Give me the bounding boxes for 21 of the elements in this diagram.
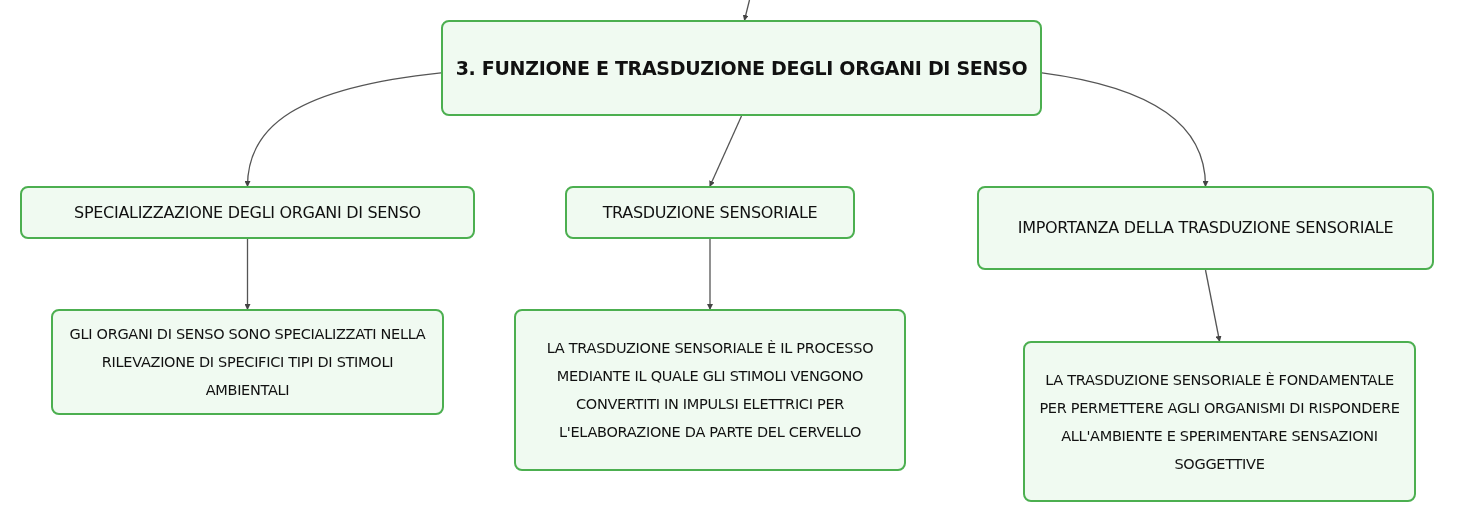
concept-box xyxy=(514,309,906,471)
arrow xyxy=(709,115,743,187)
concept-box xyxy=(977,186,1434,270)
arrow xyxy=(1204,269,1222,342)
node-text: IMPORTANZA DELLA TRASDUZIONE SENSORIALE xyxy=(1017,217,1394,239)
node-text: 3. FUNZIONE E TRASDUZIONE DEGLI ORGANI DI SENSO xyxy=(455,56,1028,81)
concept-box xyxy=(20,186,475,239)
concept-box xyxy=(51,309,444,415)
node-text: TRASDUZIONE SENSORIALE xyxy=(602,201,818,224)
arrow xyxy=(1041,72,1209,187)
concept-box xyxy=(565,186,855,239)
node-text: LA TRASDUZIONE SENSORIALE È FONDAMENTALE PER PERMETTERE AGLI ORGANISMI DI RISPONDERE ALL'AMBIENTE E SPERIMENTARE SENSAZIONI SOGGETTIVE xyxy=(1038,370,1401,474)
arrow xyxy=(742,0,751,21)
topic-box xyxy=(441,20,1042,116)
arrow xyxy=(244,238,251,310)
concept-box xyxy=(1023,341,1416,502)
arrow xyxy=(244,72,442,187)
node-text: SPECIALIZZAZIONE DEGLI ORGANI DI SENSO xyxy=(74,201,421,224)
arrow xyxy=(707,238,713,310)
node-text: LA TRASDUZIONE SENSORIALE È IL PROCESSO MEDIANTE IL QUALE GLI STIMOLI VENGONO CONVERTITI IN IMPULSI ELETTRICI PER L'ELABORAZIONE DA PARTE DEL CERVELLO xyxy=(545,339,875,442)
node-text: GLI ORGANI DI SENSO SONO SPECIALIZZATI NELLA RILEVAZIONE DI SPECIFICI TIPI DI STIMOLI AMBIENTALI xyxy=(68,325,427,400)
